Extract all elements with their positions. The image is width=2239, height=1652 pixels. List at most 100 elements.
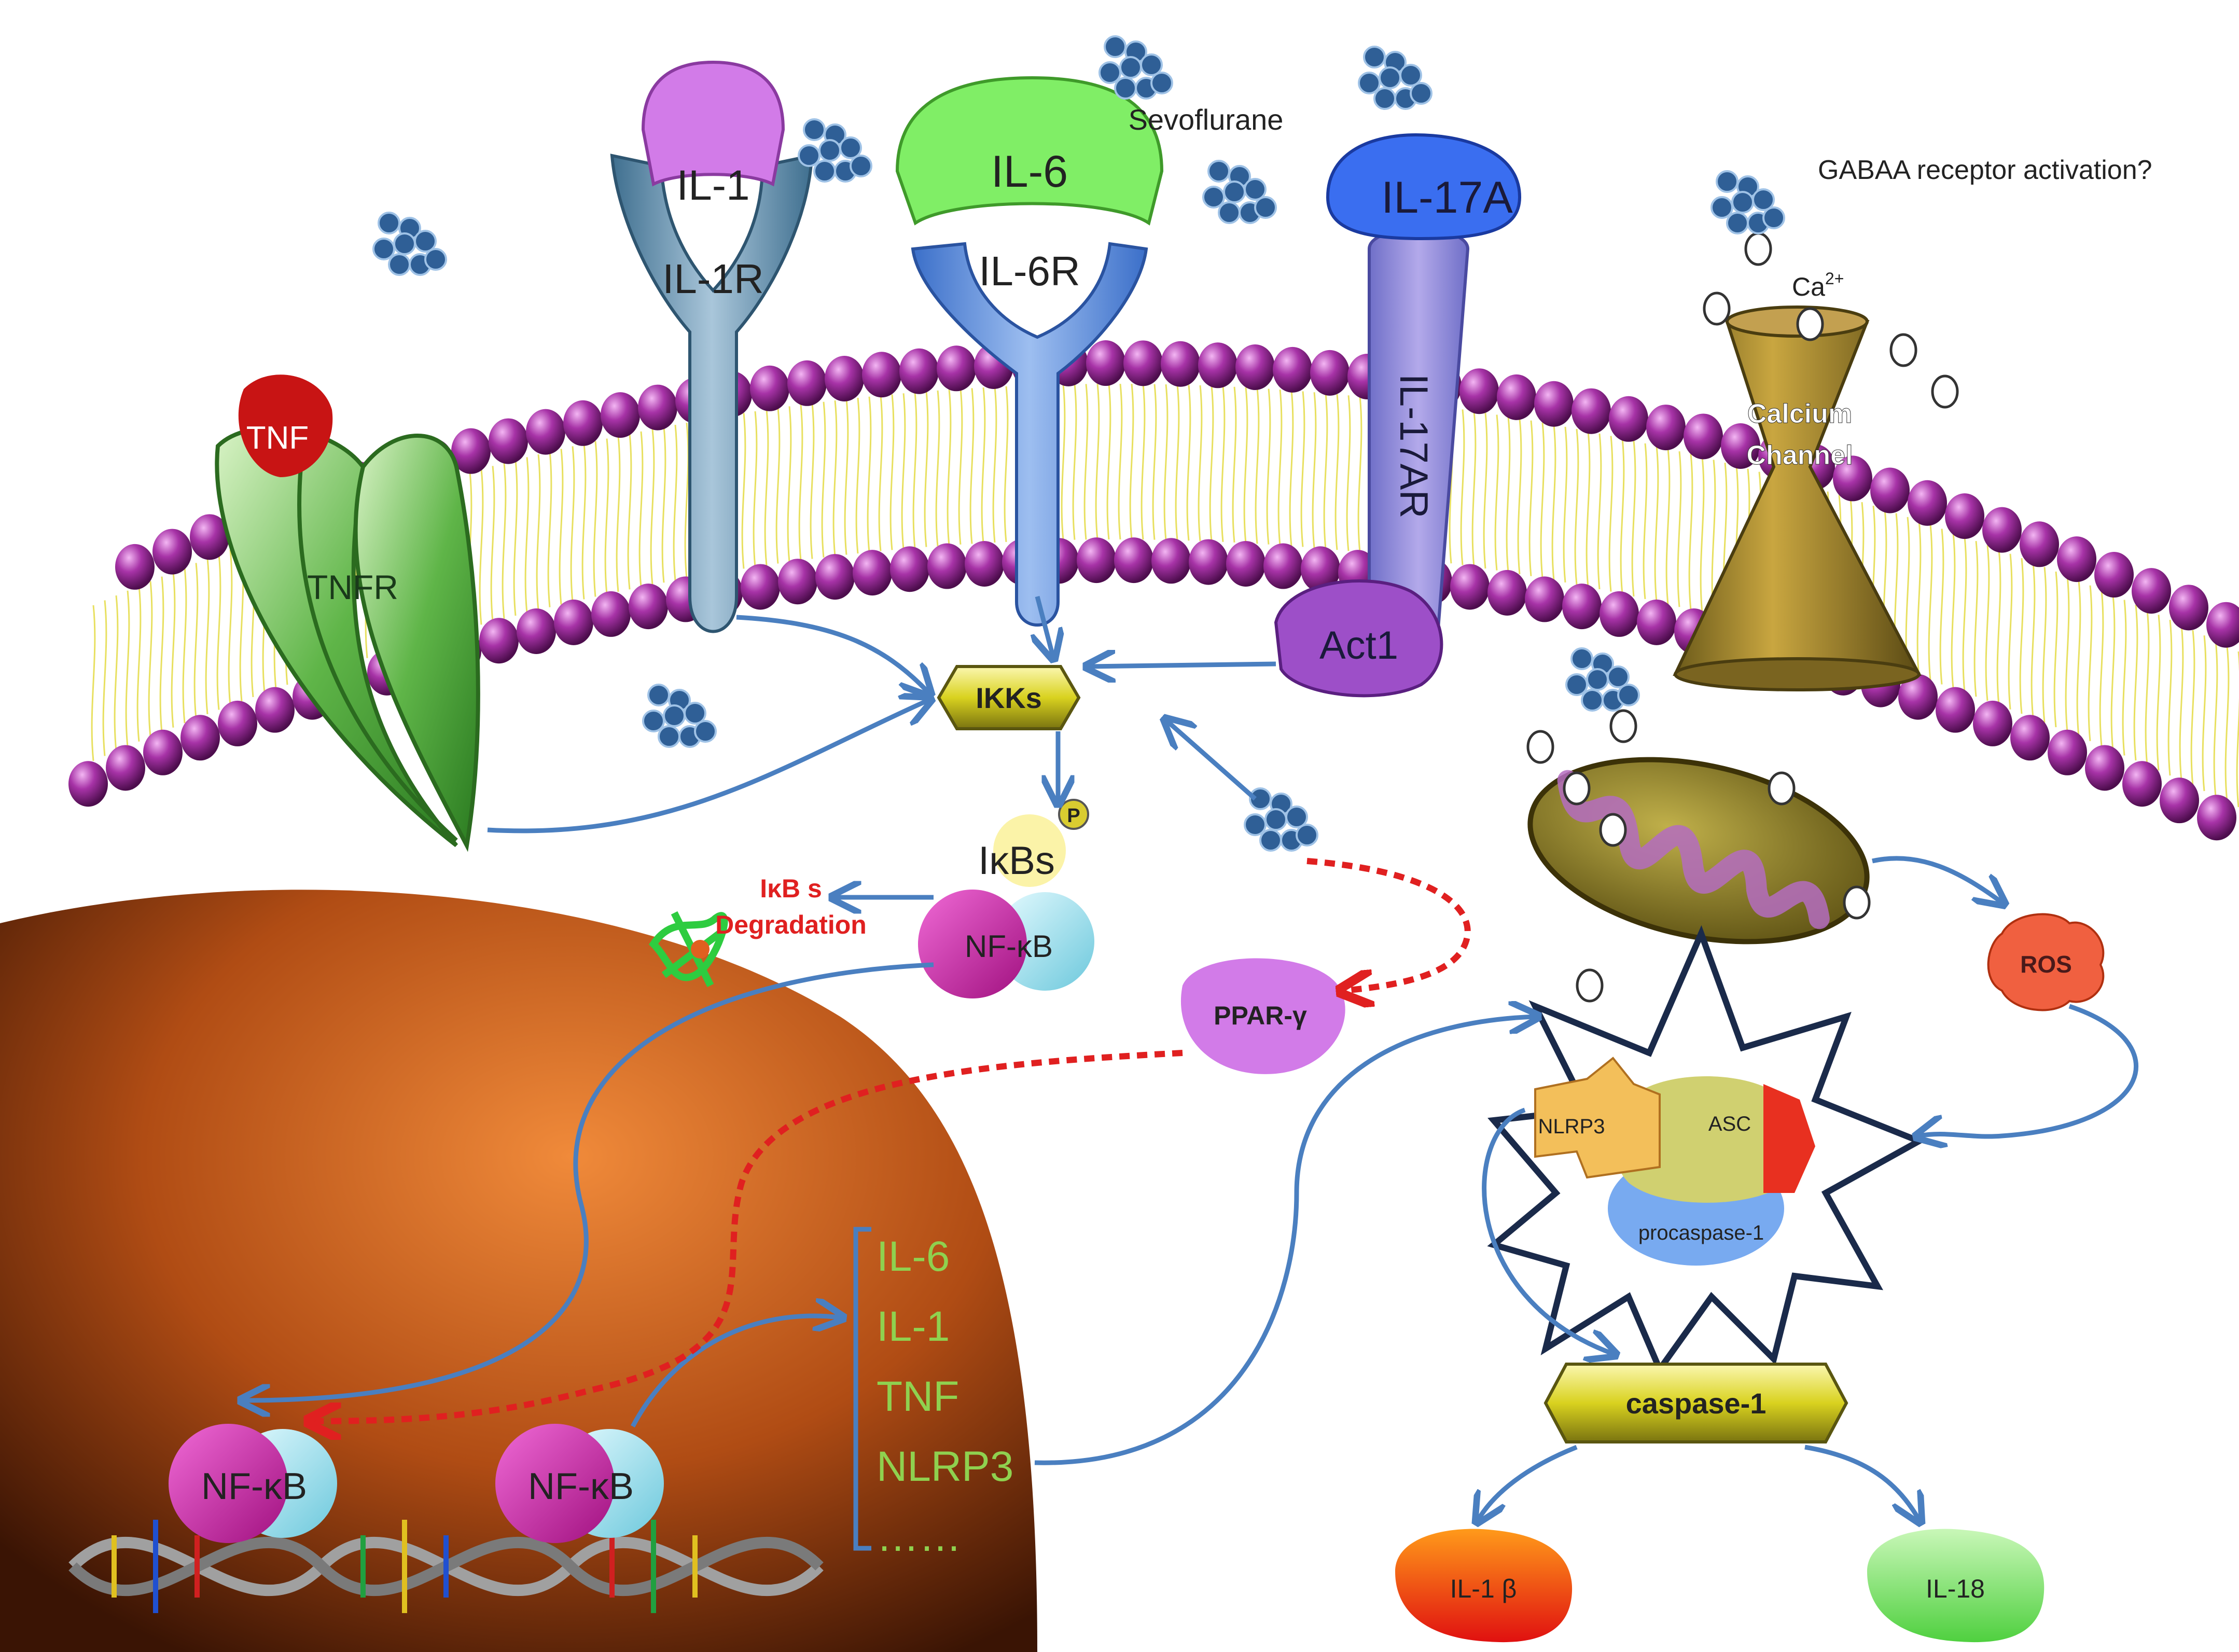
ikb-degradation-label-1: IκB s (760, 874, 822, 903)
arrow-il1r-ikks (736, 615, 928, 692)
lipid-head (152, 529, 192, 575)
lipid-head (479, 618, 519, 664)
lipid-head (937, 345, 976, 392)
sevoflurane-molecule (1207, 160, 1230, 183)
sevoflurane-molecule (1581, 689, 1604, 712)
sevoflurane-molecule (1710, 196, 1733, 219)
lipid-head (218, 700, 257, 746)
sevoflurane-molecule (1249, 787, 1272, 810)
gene-item: IL-1 (877, 1303, 950, 1350)
sevoflurane-molecule (647, 684, 670, 706)
sevoflurane-molecule (1762, 206, 1785, 229)
sevoflurane-molecule (393, 232, 416, 255)
lipid-head (1833, 455, 1872, 502)
gabaa-label: GABAA receptor activation? (1818, 155, 2152, 185)
sevoflurane-molecule (1607, 665, 1630, 688)
lipid-head (2169, 585, 2208, 631)
sevoflurane-molecule (818, 139, 841, 162)
caspase1-label: caspase-1 (1626, 1387, 1767, 1420)
asc-label: ASC (1708, 1113, 1751, 1135)
lipid-head (787, 360, 827, 406)
sevoflurane-molecule (1285, 806, 1308, 828)
sevoflurane-molecule (1570, 647, 1593, 670)
sevoflurane-molecule (1254, 196, 1277, 219)
arrow-ros-inflammasome (1919, 1004, 2139, 1136)
lipid-head (1077, 537, 1116, 584)
lipid-head (451, 428, 491, 474)
gene-list: IL-6IL-1TNFNLRP3…… (877, 1233, 1013, 1560)
arrow-mito-ros (1872, 856, 2002, 903)
sevoflurane-molecule (372, 238, 395, 260)
lipid-head (825, 355, 864, 401)
lipid-head (750, 365, 789, 411)
lipid-head (629, 584, 668, 630)
sevoflurane-molecule (1731, 191, 1754, 214)
lipid-head (2094, 552, 2134, 598)
il6r-receptor (911, 242, 1148, 627)
lipid-head (1600, 591, 1639, 637)
calcium-channel-label-1: Calcium (1747, 399, 1852, 429)
tnfr-receptor (215, 426, 480, 852)
arrow-nfkb-translocation (244, 962, 934, 1400)
ikks-label: IKKs (976, 682, 1042, 714)
red-inhibition-arrows (311, 858, 1471, 1421)
lipid-head (853, 550, 892, 596)
ikb-degradation-label-2: Degradation (715, 910, 867, 939)
sevoflurane-molecule (1202, 186, 1225, 209)
lipid-head (1459, 368, 1499, 414)
arrow-nfkb-genes (631, 1316, 840, 1428)
sevoflurane-molecule (1379, 66, 1401, 89)
sevoflurane-molecule (642, 710, 665, 732)
ppar-gamma-label: PPAR-γ (1214, 1001, 1307, 1030)
lipid-head (1123, 340, 1163, 386)
act1-protein (1274, 579, 1443, 698)
sevoflurane-molecule (378, 212, 400, 234)
lipid-head (1973, 700, 2012, 746)
nfkb-nuclear-left-label: NF-κB (201, 1466, 307, 1507)
gene-list-bracket (853, 1227, 871, 1551)
il1b-node (1395, 1529, 1573, 1643)
lipid-head (2132, 568, 2171, 614)
arrow-sevo-ikks (1167, 721, 1257, 801)
phosphate-label: P (1067, 805, 1080, 827)
lipid-head (2206, 602, 2239, 648)
lipid-head (890, 546, 929, 592)
lipid-head (1534, 381, 1574, 427)
gene-item: NLRP3 (877, 1443, 1013, 1490)
lipid-head (2057, 536, 2096, 582)
nfkb-nuclear-right-label: NF-κB (528, 1466, 634, 1507)
ikb-degradation-icon (648, 911, 729, 988)
il17a-ligand (1326, 133, 1522, 241)
arrow-nlrp3-inflammasome (1034, 1017, 1535, 1465)
sevoflurane-molecule (1114, 77, 1137, 100)
lipid-head (899, 348, 939, 394)
sevoflurane-molecules (372, 35, 1785, 852)
lipid-head (1487, 570, 1527, 616)
il6r-label: IL-6R (979, 248, 1080, 294)
lipid-head (815, 554, 855, 600)
lipid-head (778, 559, 817, 605)
tnfr-label: TNFR (307, 568, 398, 606)
arrow-caspase-il1b (1478, 1445, 1578, 1520)
lipid-head (1562, 584, 1602, 630)
lipid-head (741, 564, 780, 610)
lipid-head (1646, 405, 1686, 451)
sevoflurane-molecule (1244, 178, 1267, 201)
sevoflurane-molecule (1410, 82, 1433, 105)
lipid-head (1898, 674, 1938, 720)
sevoflurane-molecule (1098, 61, 1121, 84)
lipid-head (1684, 413, 1723, 460)
sevoflurane-molecule (1565, 673, 1588, 696)
arrow-caspase-il18 (1804, 1445, 1919, 1520)
nfkb-nuclear-left-p50 (169, 1424, 288, 1543)
lipid-head (1497, 374, 1536, 420)
lipid-head (1114, 537, 1153, 584)
lipid-head (489, 418, 528, 464)
gene-item: …… (877, 1513, 962, 1560)
calcium-channel-label-2: Channel (1746, 440, 1853, 470)
arrow-nlrp3-caspase (1482, 1107, 1613, 1354)
sevoflurane-molecule (850, 155, 872, 177)
lipid-head (1273, 346, 1312, 393)
lipid-head (1870, 467, 1910, 513)
